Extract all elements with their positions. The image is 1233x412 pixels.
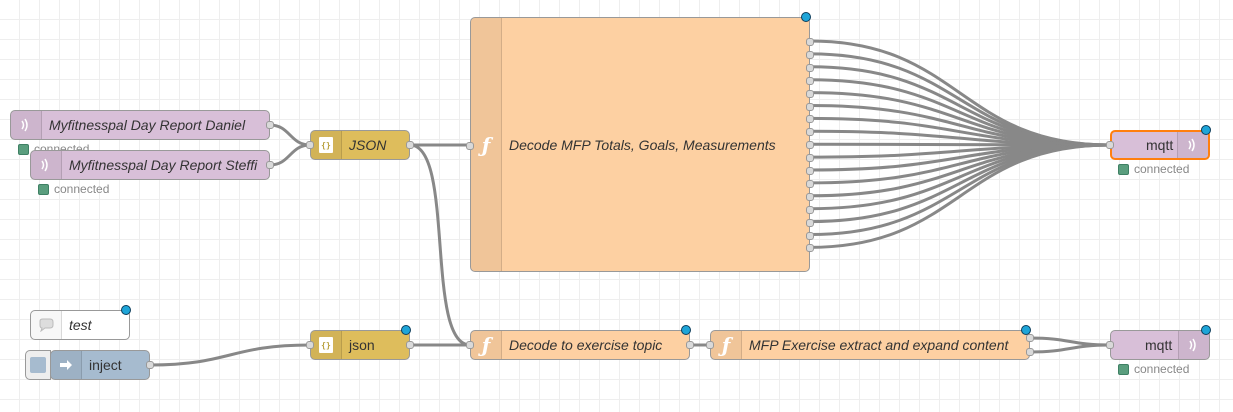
output-port[interactable] <box>406 341 414 349</box>
output-port-13[interactable] <box>806 192 814 201</box>
status-mqtt-upper: connected <box>1118 162 1189 176</box>
input-port[interactable] <box>466 142 474 150</box>
function-node-decode-exercise[interactable]: ƒ Decode to exercise topic <box>466 325 694 360</box>
changed-indicator <box>1021 325 1031 335</box>
status-mqtt-lower: connected <box>1118 362 1189 376</box>
input-port[interactable] <box>706 341 714 349</box>
inject-arrow-icon <box>51 351 82 379</box>
output-port[interactable] <box>686 341 694 349</box>
node-label: mqtt <box>1145 337 1173 353</box>
function-node-mfp-exercise[interactable]: ƒ MFP Exercise extract and expand conten… <box>706 325 1034 360</box>
output-port-4[interactable] <box>806 76 814 85</box>
json-node-lower[interactable]: {} json <box>306 325 414 360</box>
comment-node-test[interactable]: test <box>30 305 131 340</box>
output-port-16[interactable] <box>806 231 814 240</box>
changed-indicator <box>401 325 411 335</box>
output-port-3[interactable] <box>806 63 814 72</box>
wire-inject-to-json <box>149 343 311 367</box>
output-port[interactable] <box>406 141 414 149</box>
node-label: Myfitnesspal Day Report Steffi <box>69 157 258 173</box>
wire-steffi-to-json <box>269 143 311 167</box>
wire-mfp-exercise-out2 <box>1029 343 1111 354</box>
output-port-9[interactable] <box>806 141 814 150</box>
output-port[interactable] <box>266 161 274 169</box>
status-connected-icon <box>38 183 49 195</box>
node-label: Decode to exercise topic <box>509 337 663 353</box>
output-port-7[interactable] <box>806 115 814 124</box>
status-connected-icon <box>18 143 29 155</box>
json-braces-icon: {} <box>311 331 342 359</box>
function-icon: ƒ <box>711 331 742 359</box>
status-connected-icon <box>1118 363 1129 375</box>
output-port-8[interactable] <box>806 128 814 137</box>
output-port-11[interactable] <box>806 167 814 175</box>
changed-indicator <box>681 325 691 335</box>
input-port[interactable] <box>466 341 474 349</box>
node-label: inject <box>89 357 122 373</box>
output-port-14[interactable] <box>806 205 814 214</box>
function-icon: ƒ <box>471 331 502 359</box>
inject-trigger-button[interactable] <box>25 350 51 380</box>
input-port[interactable] <box>306 141 314 149</box>
status-connected-icon <box>1118 163 1129 175</box>
output-port-1[interactable] <box>1026 334 1034 342</box>
mqtt-wifi-icon <box>11 111 42 139</box>
node-label: Myfitnesspal Day Report Daniel <box>49 117 246 133</box>
output-port-1[interactable] <box>806 38 814 46</box>
changed-indicator <box>1201 325 1211 335</box>
mqtt-wifi-icon <box>1178 331 1209 359</box>
node-label: test <box>69 317 92 333</box>
json-braces-icon: {} <box>311 131 342 159</box>
comment-icon <box>31 311 62 339</box>
json-node-upper[interactable]: {} JSON <box>306 130 414 160</box>
changed-indicator <box>1201 125 1211 135</box>
output-port[interactable] <box>146 361 154 369</box>
status-text: connected <box>1134 362 1190 376</box>
node-label: json <box>349 337 375 353</box>
input-port[interactable] <box>1106 141 1114 149</box>
output-port-15[interactable] <box>806 218 814 227</box>
output-port[interactable] <box>266 121 274 129</box>
wire-json-to-decode-exercise <box>409 143 471 347</box>
node-label: MFP Exercise extract and expand content <box>749 337 1009 353</box>
output-port-10[interactable] <box>806 154 814 163</box>
input-port[interactable] <box>306 341 314 349</box>
changed-indicator <box>121 305 131 315</box>
mqtt-wifi-icon <box>31 151 62 179</box>
input-port[interactable] <box>1106 341 1114 349</box>
decode-mfp-output-wires <box>809 39 1111 249</box>
function-icon: ƒ <box>471 18 502 271</box>
wire-decode-mfp-out-14 <box>809 143 1111 211</box>
node-label: mqtt <box>1146 137 1174 153</box>
status-text: connected <box>54 182 110 196</box>
changed-indicator <box>801 12 811 22</box>
status-steffi: connected <box>38 182 109 196</box>
output-port-2[interactable] <box>806 50 814 59</box>
output-port-6[interactable] <box>806 102 814 111</box>
mqtt-in-node-daniel[interactable]: Myfitnesspal Day Report Daniel <box>10 110 274 140</box>
wire-decode-mfp-out-4 <box>809 78 1111 147</box>
output-port-5[interactable] <box>806 89 814 98</box>
inject-node[interactable]: inject <box>50 350 154 380</box>
wire-decode-mfp-out-17 <box>809 143 1111 249</box>
mqtt-in-node-steffi[interactable]: Myfitnesspal Day Report Steffi <box>30 150 274 180</box>
mqtt-wifi-icon <box>1177 132 1208 158</box>
mqtt-out-node-upper[interactable]: mqtt <box>1106 125 1211 160</box>
node-label: JSON <box>349 137 387 153</box>
output-port-12[interactable] <box>806 179 814 188</box>
output-port-17[interactable] <box>806 244 814 253</box>
wire-daniel-to-json <box>269 123 311 147</box>
function-node-decode-mfp[interactable]: ƒ Decode MFP Totals, Goals, Measurements <box>466 12 814 272</box>
output-port-2[interactable] <box>1026 348 1034 356</box>
status-text: connected <box>1134 162 1190 176</box>
mqtt-out-node-lower[interactable]: mqtt <box>1106 325 1211 360</box>
node-label: Decode MFP Totals, Goals, Measurements <box>509 137 776 153</box>
